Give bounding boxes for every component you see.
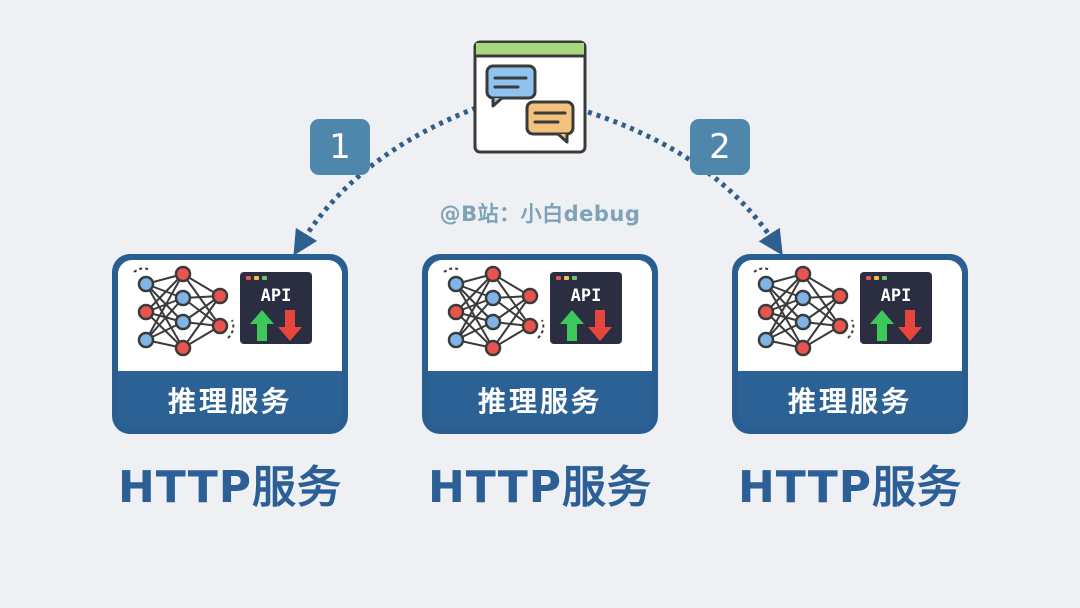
network-node (447, 331, 465, 349)
network-node (447, 303, 465, 321)
network-node (211, 317, 229, 335)
network-edge (182, 273, 221, 327)
chat-window-icon (473, 40, 587, 154)
network-edge (765, 283, 804, 323)
api-label: API (570, 286, 602, 306)
network-node (174, 339, 192, 357)
network-edge (492, 273, 531, 327)
dotted-arrow-to-right-service (587, 109, 783, 256)
network-edge (765, 273, 804, 341)
signal-arc (227, 319, 235, 339)
api-window-icon: API (860, 272, 932, 344)
up-down-arrows-icon (870, 310, 922, 341)
network-node (831, 287, 849, 305)
network-node (137, 303, 155, 321)
network-edge (145, 273, 184, 313)
network-node (174, 289, 192, 307)
http-service-label: HTTP服务 (117, 462, 343, 513)
dotted-arrow-to-left-service (293, 105, 477, 256)
api-label: API (260, 286, 292, 306)
network-edge (455, 273, 494, 341)
network-node (757, 275, 775, 293)
network-edge (145, 273, 184, 341)
network-edge (492, 295, 531, 349)
network-node (174, 265, 192, 283)
network-edge (145, 297, 184, 341)
network-edge (455, 273, 494, 313)
network-node (484, 313, 502, 331)
network-node (484, 289, 502, 307)
network-edge (455, 297, 494, 341)
neural-network-icon (753, 265, 855, 357)
step-2-badge: 2 (690, 119, 750, 175)
up-down-arrows-icon (250, 310, 302, 341)
network-node (794, 289, 812, 307)
up-down-arrows-icon (560, 310, 612, 341)
network-node (484, 339, 502, 357)
card-label: 推理服务 (787, 384, 912, 418)
network-edge (145, 283, 184, 323)
http-service-label: HTTP服务 (737, 462, 963, 513)
api-window-icon: API (240, 272, 312, 344)
network-node (521, 317, 539, 335)
signal-arc (753, 267, 771, 273)
network-node (794, 339, 812, 357)
network-node (521, 287, 539, 305)
api-label: API (880, 286, 912, 306)
http-service-label: HTTP服务 (427, 462, 653, 513)
network-node (757, 303, 775, 321)
network-node (211, 287, 229, 305)
signal-arc (133, 267, 151, 273)
network-node (794, 265, 812, 283)
network-node (794, 313, 812, 331)
network-node (831, 317, 849, 335)
network-node (137, 275, 155, 293)
network-node (757, 331, 775, 349)
network-node (484, 265, 502, 283)
neural-network-icon (443, 265, 545, 357)
network-node (137, 331, 155, 349)
chat-bubble-blue (485, 64, 537, 108)
signal-arc (537, 319, 545, 339)
inference-service-card: API 推理服务 (112, 254, 348, 434)
inference-service-card: API 推理服务 (422, 254, 658, 434)
network-edge (802, 295, 841, 349)
network-edge (455, 283, 494, 323)
watermark: @B站：小白debug (439, 202, 641, 226)
network-edge (802, 273, 841, 327)
card-label: 推理服务 (477, 384, 602, 418)
inference-service-card: API 推理服务 (732, 254, 968, 434)
neural-network-icon (133, 265, 235, 357)
network-node (447, 275, 465, 293)
signal-arc (443, 267, 461, 273)
card-label: 推理服务 (167, 384, 292, 418)
network-node (174, 313, 192, 331)
step-1-badge: 1 (310, 119, 370, 175)
network-edge (765, 297, 804, 341)
chat-bubble-orange (525, 100, 575, 144)
api-window-icon: API (550, 272, 622, 344)
signal-arc (847, 319, 855, 339)
network-edge (182, 295, 221, 349)
network-edge (765, 273, 804, 313)
